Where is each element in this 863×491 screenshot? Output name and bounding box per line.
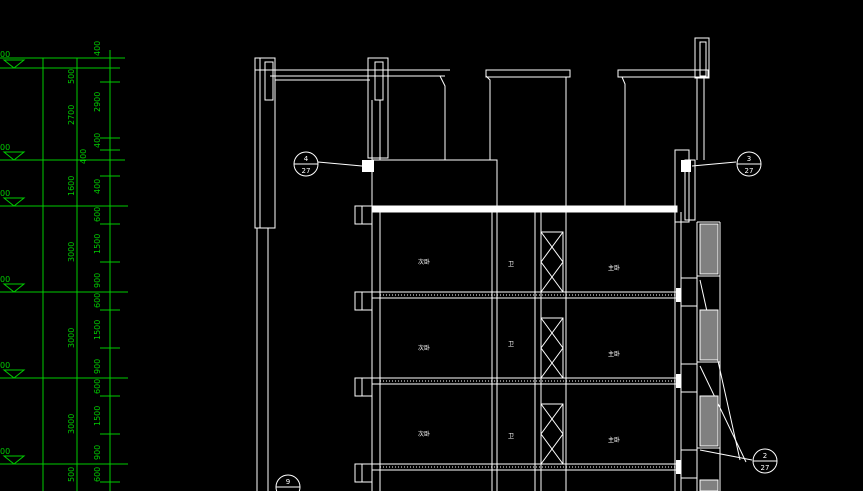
room-label: 卫 <box>508 261 514 268</box>
dim-text: 2700 <box>67 105 76 125</box>
building-section <box>254 37 753 491</box>
level-label: 00 <box>0 447 10 456</box>
callout-sheet: 27 <box>302 167 311 175</box>
outer-dimensions: 2700 1600 3000 3000 3000 <box>67 105 76 434</box>
callout-number: 4 <box>304 155 309 163</box>
structural-joints <box>362 160 691 474</box>
detail-callouts <box>275 151 778 491</box>
callout-sheet: 27 <box>745 167 754 175</box>
level-label: 00 <box>0 361 10 370</box>
dim-text: 3000 <box>67 328 76 348</box>
room-labels: 次卧 卫 主卧 次卧 卫 主卧 次卧 卫 主卧 <box>418 258 620 444</box>
callout-number: 3 <box>747 155 751 163</box>
room-label: 卫 <box>508 341 514 348</box>
dim-text: 900 <box>93 273 102 288</box>
dim-text: 1600 <box>67 176 76 196</box>
room-label: 次卧 <box>418 258 430 266</box>
dim-text: 600 <box>93 467 102 482</box>
inner-dimensions: 400 500 400 2900 400 400 600 1500 900 60… <box>67 41 102 482</box>
room-label: 主卧 <box>608 350 620 358</box>
dim-text: 600 <box>93 379 102 394</box>
dim-text: 500 <box>67 69 76 84</box>
dim-text: 600 <box>93 293 102 308</box>
dim-text: 3000 <box>67 242 76 262</box>
level-label: 00 <box>0 275 10 284</box>
callout-number: 9 <box>286 478 290 486</box>
glazing-hatch <box>699 223 719 491</box>
dim-text: 400 <box>93 179 102 194</box>
dimension-column <box>0 50 128 491</box>
level-label: 00 <box>0 50 10 59</box>
room-label: 主卧 <box>608 264 620 272</box>
dim-text: 3000 <box>67 414 76 434</box>
dim-text: 600 <box>93 207 102 222</box>
dim-text: 400 <box>93 133 102 148</box>
dim-text: 1500 <box>93 320 102 340</box>
room-label: 次卧 <box>418 430 430 438</box>
dim-text: 1500 <box>93 234 102 254</box>
callout-labels: 4 27 3 27 2 27 9 <box>286 155 770 486</box>
room-label: 主卧 <box>608 436 620 444</box>
dim-text: 400 <box>79 149 88 164</box>
dim-text: 900 <box>93 359 102 374</box>
dim-text: 900 <box>93 445 102 460</box>
callout-sheet: 27 <box>761 464 770 472</box>
dim-text: 1500 <box>93 406 102 426</box>
callout-number: 2 <box>763 452 767 460</box>
dim-text: 2900 <box>93 92 102 112</box>
room-label: 卫 <box>508 433 514 440</box>
level-label: 00 <box>0 189 10 198</box>
room-label: 次卧 <box>418 344 430 352</box>
level-label: 00 <box>0 143 10 152</box>
dim-text: 400 <box>93 41 102 56</box>
level-labels: 00 00 00 00 00 00 <box>0 50 10 456</box>
dim-text: 500 <box>67 467 76 482</box>
